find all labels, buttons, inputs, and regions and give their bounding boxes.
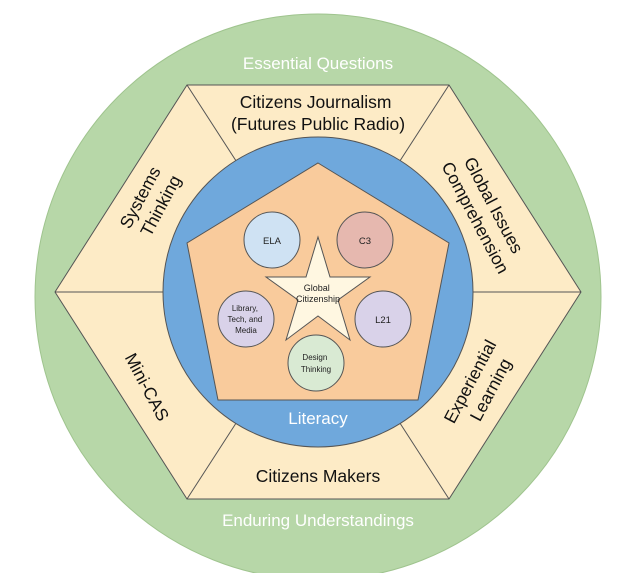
inner-circle-label: Literacy bbox=[288, 409, 348, 428]
hexagon-dividers bbox=[55, 84, 581, 500]
segment-bottom-label: Citizens Makers bbox=[256, 466, 381, 486]
l21-label: L21 bbox=[375, 315, 391, 326]
divider-bottom-left bbox=[186, 416, 241, 500]
c3-bubble bbox=[336, 211, 394, 269]
library-tech-media-bubble bbox=[217, 290, 275, 348]
c3-label: C3 bbox=[359, 236, 371, 247]
l21-bubble bbox=[354, 290, 412, 348]
divider-top-left bbox=[186, 84, 241, 168]
divider-top-right bbox=[395, 84, 450, 168]
star-shape bbox=[264, 235, 372, 342]
design-thinking-bubble bbox=[287, 334, 345, 392]
outer-ring-bottom-label: Enduring Understandings bbox=[222, 511, 414, 530]
library-tech-media-label: Library, Tech, and Media bbox=[228, 304, 265, 335]
segment-top-label: Citizens Journalism (Futures Public Radi… bbox=[231, 92, 405, 134]
ela-bubble bbox=[243, 211, 301, 269]
outer-ring-top-label: Essential Questions bbox=[243, 54, 393, 73]
divider-bottom-right bbox=[395, 416, 450, 500]
design-thinking-label: Design Thinking bbox=[301, 353, 331, 374]
ela-label: ELA bbox=[263, 236, 282, 247]
star-label: Global Citizenship bbox=[296, 283, 340, 304]
